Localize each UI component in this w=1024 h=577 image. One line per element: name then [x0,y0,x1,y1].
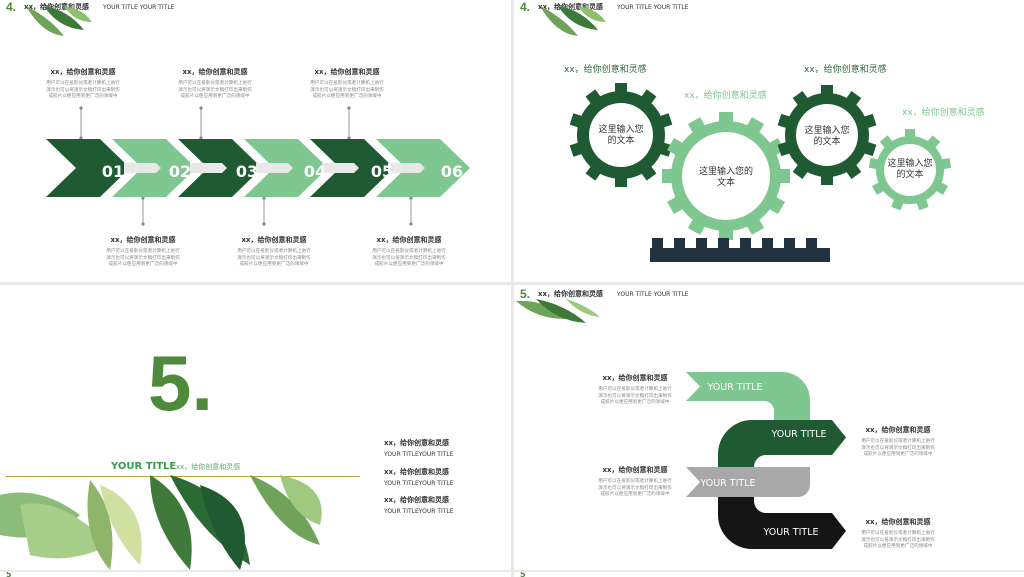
next-slide-preview[interactable]: 5 [0,572,511,577]
gear-caption: xx，给你创意和灵感 [902,108,985,118]
flow-description: xx，给你创意和灵感 用户可以在投影仪或者计算机上进行演示也可以将演示文稿打印出… [861,426,935,458]
leaf-icon [26,6,92,36]
leaf-icon [540,6,606,36]
step-number: 02 [169,162,191,181]
next-slide-preview[interactable]: 5 [514,572,1024,577]
step-description: xx，给你创意和灵感 用户可以在投影仪或者计算机上进行演示也可以将演示文稿打印出… [372,236,446,268]
section-number: 5 [520,572,526,577]
band-label: YOUR TITLE [770,429,826,440]
flow-description: xx，给你创意和灵感 用户可以在投影仪或者计算机上进行演示也可以将演示文稿打印出… [861,518,935,550]
step-number: 03 [236,162,258,181]
step-number: 06 [441,162,463,181]
gear-icon [777,85,877,185]
leaf-icon [0,475,322,570]
flow-description: xx，给你创意和灵感 用户可以在投影仪或者计算机上进行演示也可以将演示文稿打印出… [598,374,672,406]
step-description: xx，给你创意和灵感 用户可以在投影仪或者计算机上进行演示也可以将演示文稿打印出… [106,236,180,268]
gears-diagram [569,83,952,262]
rack-icon [650,238,830,262]
cover-title: YOUR TITLE [111,461,177,472]
slide-header: 5. xx，给你创意和灵感 YOUR TITLE YOUR TITLE [520,287,688,301]
gear-text: 这里输入您的文本 [698,167,753,188]
slide-s-flow[interactable]: 5. xx，给你创意和灵感 YOUR TITLE YOUR TITLE YOUR… [514,285,1024,570]
header-title: YOUR TITLE YOUR TITLE [617,3,689,11]
cover-item: xx，给你创意和灵感 YOUR TITLEYOUR TITLE [384,496,454,515]
band-label: YOUR TITLE [699,478,755,489]
step-number: 04 [304,162,326,181]
big-section-number: 5. [148,339,214,427]
leaf-icon [516,299,600,323]
gear-caption: xx，给你创意和灵感 [684,91,767,101]
section-number: 4. [6,0,17,14]
slide-arrow-process[interactable]: 4. xx，给你创意和灵感 YOUR TITLE YOUR TITLE xx，给… [0,0,511,282]
band-label: YOUR TITLE [706,382,762,393]
gear-icon [569,83,673,187]
gear-text: 这里输入您的文本 [887,159,933,180]
section-number: 5. [520,287,531,301]
slide-header: 4. xx，给你创意和灵感 YOUR TITLE YOUR TITLE [6,0,174,14]
header-title: YOUR TITLE YOUR TITLE [617,290,689,298]
cover-subtitle: xx，给你创意和灵感 [176,463,241,471]
chevron-icon [46,139,470,197]
slide-section-cover[interactable]: 5. YOUR TITLE xx，给你创意和灵感 xx，给你创意和灵感 YOUR… [0,285,511,570]
step-number: 01 [102,162,124,181]
slide-gears[interactable]: 4. xx，给你创意和灵感 YOUR TITLE YOUR TITLE xx，给… [514,0,1024,282]
cover-item: xx，给你创意和灵感 YOUR TITLEYOUR TITLE [384,468,454,487]
header-subtitle: xx，给你创意和灵感 [24,3,90,11]
divider [6,476,360,477]
gear-icon [868,129,952,211]
gear-icon [662,112,790,240]
header-subtitle: xx，给你创意和灵感 [538,3,604,11]
header-title: YOUR TITLE YOUR TITLE [103,3,175,11]
step-description: xx，给你创意和灵感 用户可以在投影仪或者计算机上进行演示也可以将演示文稿打印出… [310,68,384,100]
step-number: 05 [371,162,393,181]
step-description: xx，给你创意和灵感 用户可以在投影仪或者计算机上进行演示也可以将演示文稿打印出… [237,236,311,268]
slide-header: 4. xx，给你创意和灵感 YOUR TITLE YOUR TITLE [520,0,688,14]
arrow-process-diagram: 01 02 03 04 05 06 [46,106,470,226]
gear-text: 这里输入您的文本 [804,126,850,147]
step-description: xx，给你创意和灵感 用户可以在投影仪或者计算机上进行演示也可以将演示文稿打印出… [178,68,252,100]
section-number: 5 [6,572,12,577]
section-number: 4. [520,0,531,14]
cover-item: xx，给你创意和灵感 YOUR TITLEYOUR TITLE [384,439,454,458]
s-flow-diagram: YOUR TITLE YOUR TITLE YOUR TITLE YOUR TI… [686,372,846,549]
gear-caption: xx，给你创意和灵感 [804,65,887,75]
step-description: xx，给你创意和灵感 用户可以在投影仪或者计算机上进行演示也可以将演示文稿打印出… [46,68,120,100]
gear-caption: xx，给你创意和灵感 [564,65,647,75]
band-label: YOUR TITLE [762,527,818,538]
flow-description: xx，给你创意和灵感 用户可以在投影仪或者计算机上进行演示也可以将演示文稿打印出… [598,466,672,498]
header-subtitle: xx，给你创意和灵感 [538,290,604,298]
gear-text: 这里输入您的文本 [598,125,644,146]
